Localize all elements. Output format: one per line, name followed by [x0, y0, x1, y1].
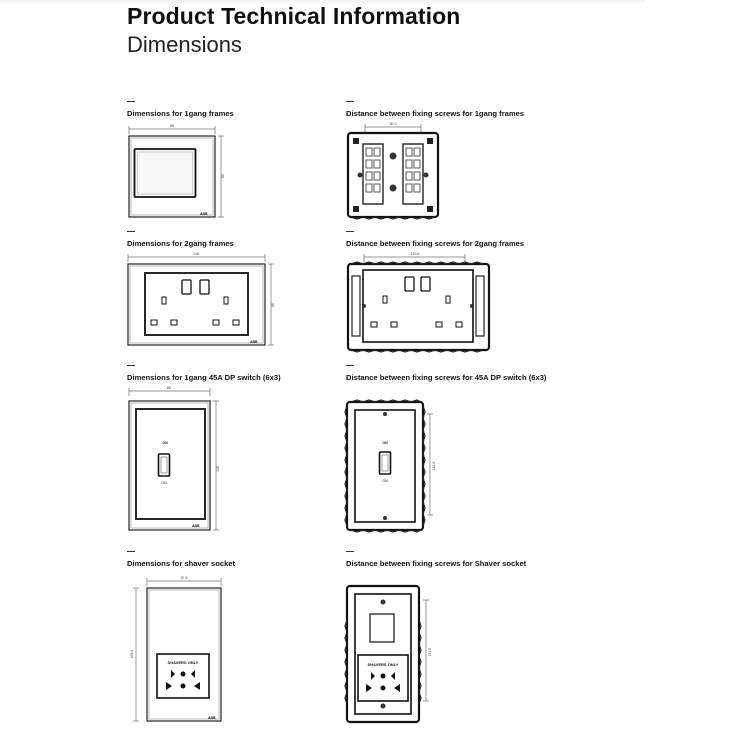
section-2gang-dimensions: Dimensions for 2gang frames [127, 231, 234, 248]
switch-on-off-text: ON [382, 441, 388, 445]
drawing-2gang-frame: 146 86 ABB [127, 252, 275, 346]
shaver-label: SHAVERS ONLY [368, 662, 399, 667]
section-title: Distance between fixing screws for 1gang… [346, 109, 525, 118]
dim-1gang-screws: 60.3 [390, 122, 397, 126]
drawing-1gang-screws: 60.3 [346, 122, 440, 220]
page-subtitle: Dimensions [127, 32, 242, 57]
section-dash [346, 101, 354, 102]
drawing-2gang-screws: 120.6 [346, 252, 491, 353]
dim-1gang-height: 86 [221, 174, 225, 178]
page-title: Product Technical Information [127, 3, 461, 29]
section-title: Dimensions for 2gang frames [127, 239, 234, 248]
switch-on-off-text: ON [162, 441, 168, 445]
section-shaver-dimensions: Dimensions for shaver socket [127, 551, 235, 568]
section-dash [346, 231, 354, 232]
section-dash [127, 551, 135, 552]
section-dash [346, 365, 354, 366]
section-title: Dimensions for 1gang frames [127, 109, 234, 118]
section-1gang-dimensions: Dimensions for 1gang frames [127, 101, 234, 118]
dim-45a-screws: 120.6 [432, 462, 436, 471]
section-1gang-screws: Distance between fixing screws for 1gang… [346, 101, 524, 118]
section-45a-screws: Distance between fixing screws for 45A D… [346, 365, 546, 382]
drawing-1gang-frame: 86 86 ABB [128, 124, 225, 218]
section-shaver-screws: Distance between fixing screws for Shave… [346, 551, 526, 568]
section-45a-dimensions: Dimensions for 1gang 45A DP switch (6x3) [127, 365, 281, 382]
abb-logo: ABB [200, 212, 208, 216]
dim-2gang-screws: 120.6 [411, 252, 420, 256]
section-title: Dimensions for shaver socket [127, 559, 236, 568]
dim-shaver-width: 87.8 [181, 576, 188, 580]
shaver-label: SHAVERS ONLY [168, 660, 199, 665]
section-title: Dimensions for 1gang 45A DP switch (6x3) [127, 373, 281, 382]
dim-shaver-height: 169.6 [130, 650, 134, 659]
section-title: Distance between fixing screws for Shave… [346, 559, 527, 568]
section-dash [127, 231, 135, 232]
dim-45a-width: 86 [167, 386, 171, 390]
dim-2gang-width: 146 [193, 252, 199, 256]
section-dash [127, 365, 135, 366]
dim-1gang-width: 86 [170, 124, 174, 128]
drawing-45a-screws: 120.6 ON ON [344, 399, 436, 533]
drawing-45a-switch: 86 146 ON ON ABB [128, 386, 220, 531]
switch-on-text: ON [161, 481, 167, 485]
section-2gang-screws: Distance between fixing screws for 2gang… [346, 231, 524, 248]
drawing-shaver-socket: 87.8 169.6 SHAVERS ONLY ABB [130, 576, 222, 722]
drawing-shaver-screws: 121.6 SHAVERS ONLY [344, 584, 432, 724]
abb-logo: ABB [192, 524, 200, 528]
section-title: Distance between fixing screws for 45A D… [346, 373, 547, 382]
dim-shaver-screws: 121.6 [428, 648, 432, 657]
dim-2gang-height: 86 [271, 303, 275, 307]
abb-logo: ABB [250, 340, 258, 344]
abb-logo: ABB [208, 716, 216, 720]
section-dash [127, 101, 135, 102]
section-dash [346, 551, 354, 552]
dim-45a-height: 146 [216, 466, 220, 472]
header-band [0, 0, 645, 5]
switch-on-text: ON [382, 479, 388, 483]
section-title: Distance between fixing screws for 2gang… [346, 239, 525, 248]
